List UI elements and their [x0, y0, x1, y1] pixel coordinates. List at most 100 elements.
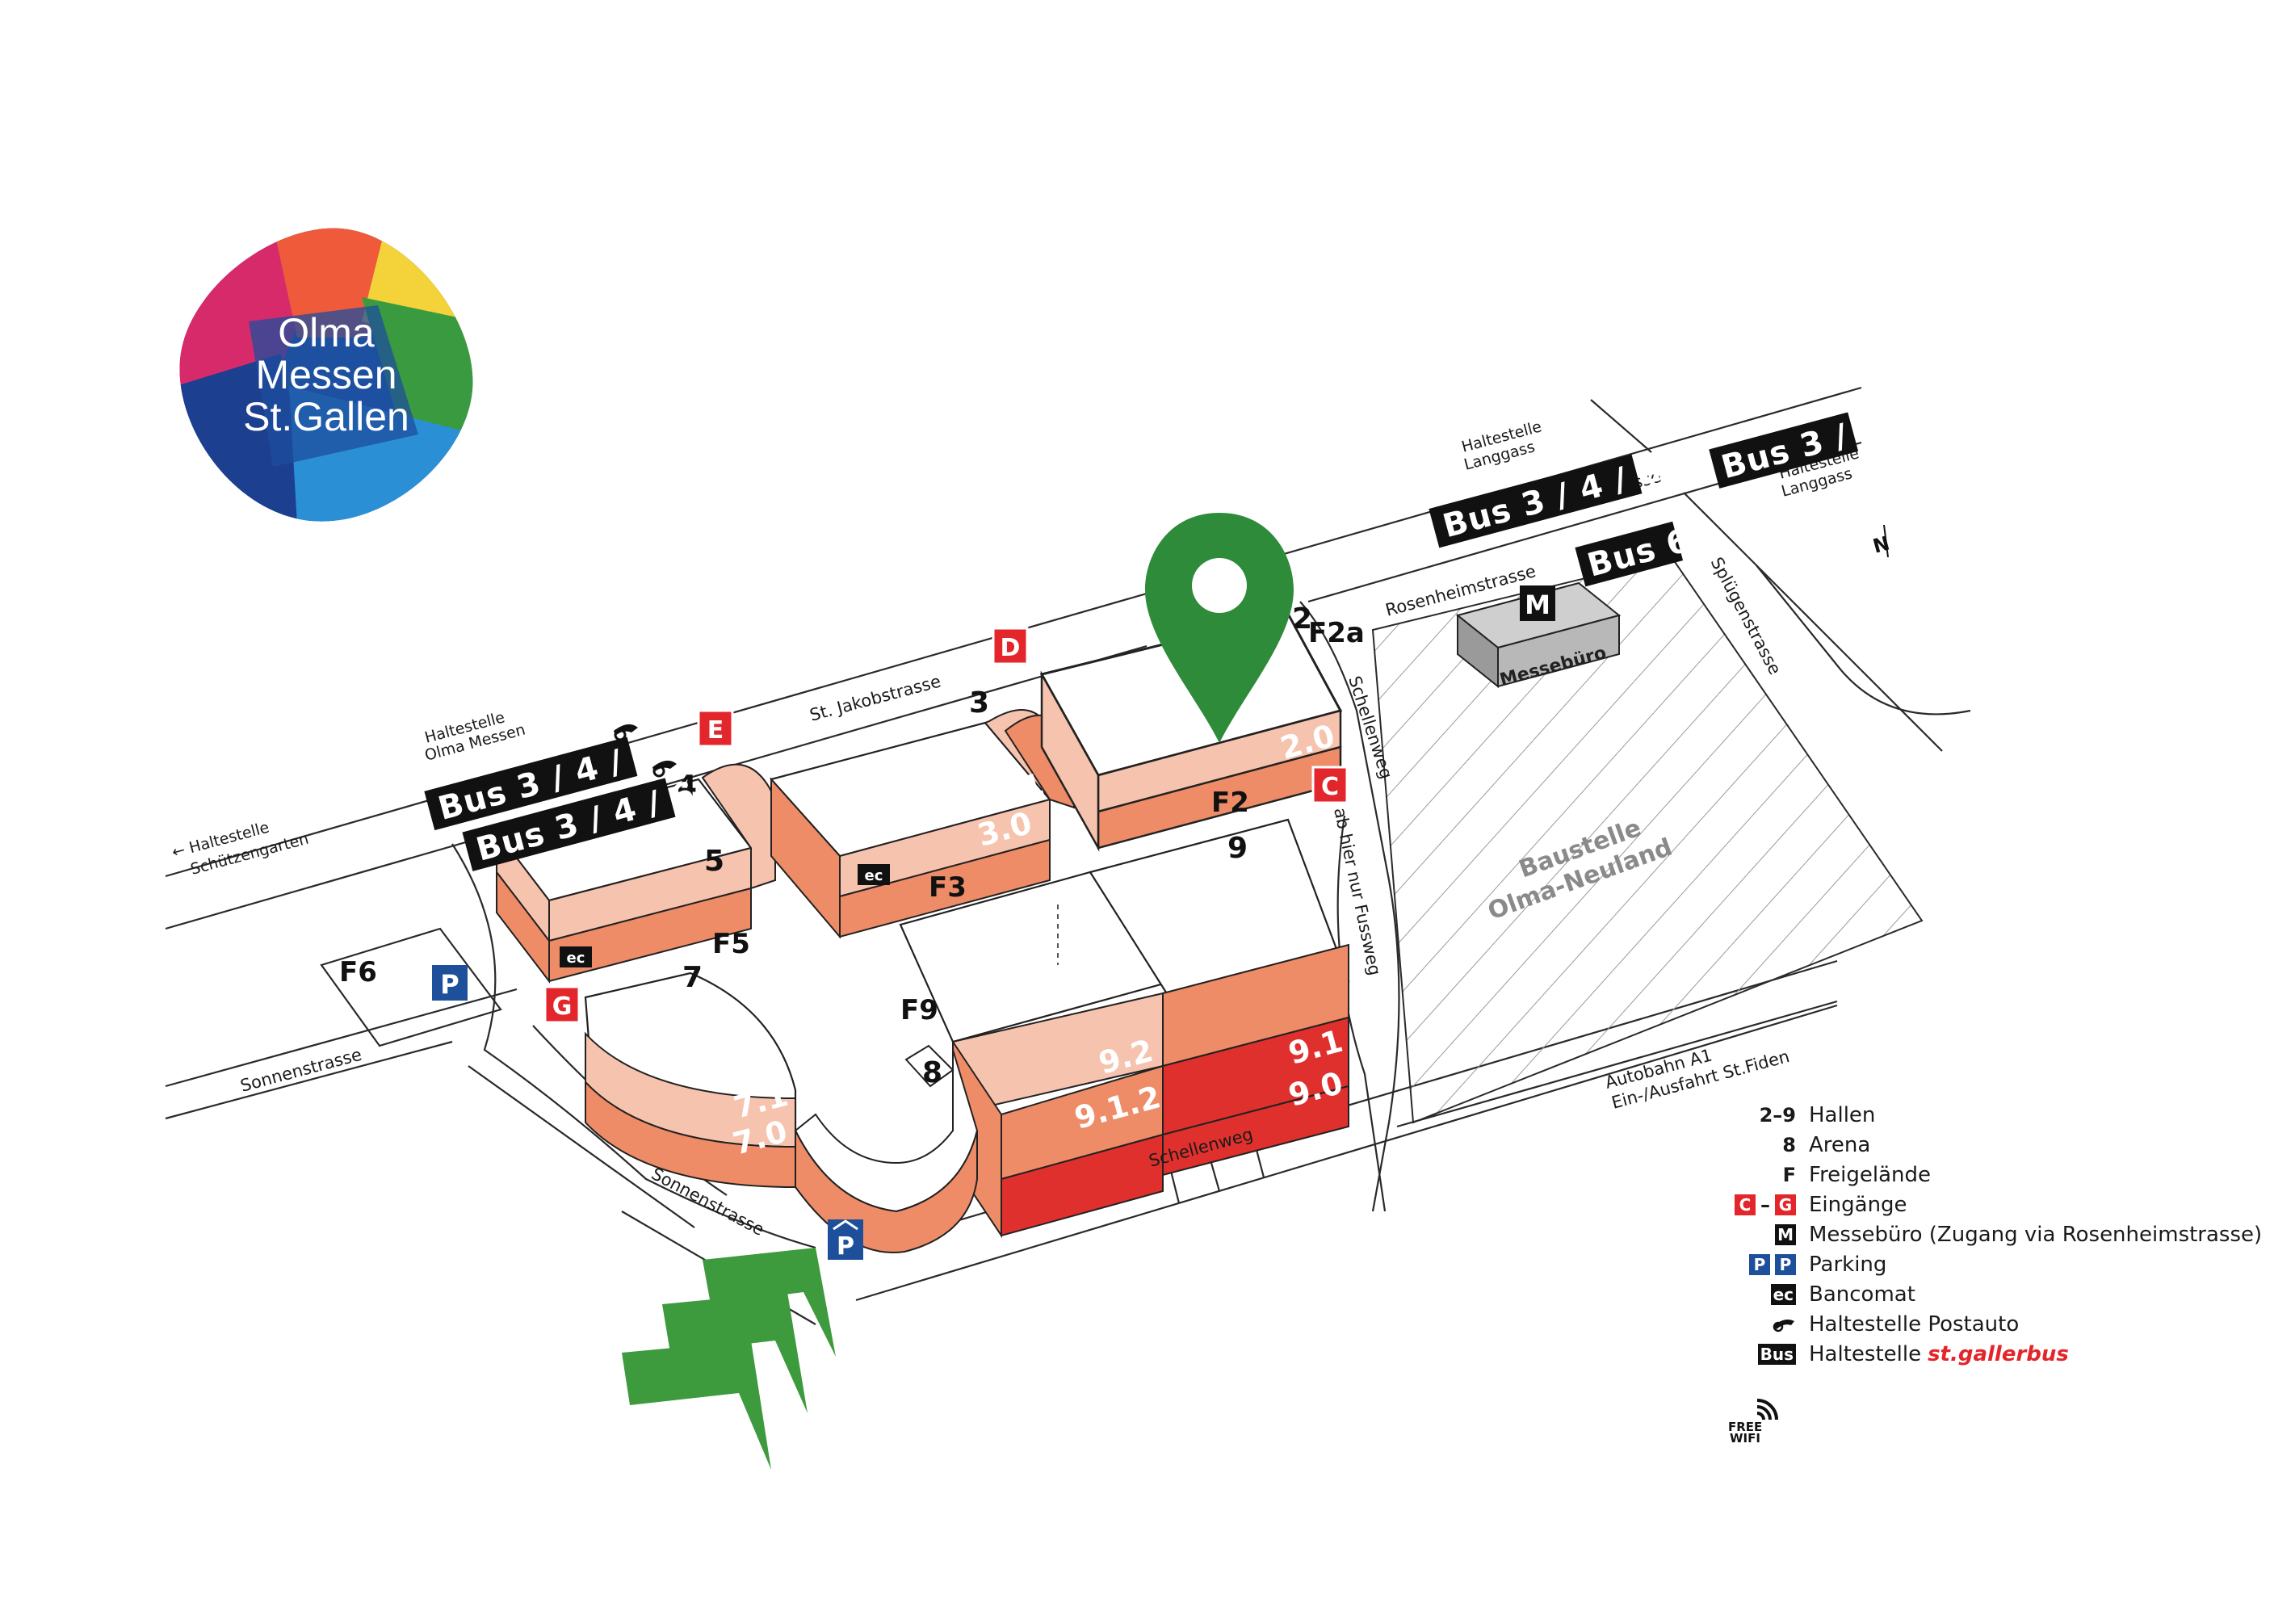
bancomat-hall-3-text: ec — [865, 867, 883, 884]
logo-text: Olma Messen St.Gallen — [176, 312, 476, 438]
postauto-horn-icon — [1773, 1319, 1794, 1332]
free-wifi-icon: FREE WIFI — [1726, 1395, 1783, 1446]
legend-row-entrances: C – G Eingänge — [1712, 1190, 2277, 1219]
entrance-d: D — [992, 627, 1029, 665]
legend-row-parking: P P Parking — [1712, 1249, 2277, 1279]
legend-key-halls: 2–9 — [1759, 1103, 1796, 1127]
legend-bus-brand-b: bus — [2026, 1341, 2069, 1366]
hall-number-5: 5 — [704, 845, 724, 878]
bancomat-hall-3: ec — [858, 864, 890, 885]
legend-bus-brand: st.gallerbus — [1928, 1342, 2069, 1366]
entrance-e-letter: E — [707, 716, 724, 745]
messebuero-badge-letter: M — [1525, 590, 1550, 620]
legend-key-arena: 8 — [1782, 1133, 1796, 1156]
legend-bus-badge: Bus — [1757, 1343, 1796, 1365]
legend-row-bancomat: ec Bancomat — [1712, 1279, 2277, 1309]
legend-messebuero-badge: M — [1775, 1223, 1796, 1245]
street-autobahn-3 — [1396, 1000, 1838, 1128]
legend: 2–9 Hallen 8 Arena F Freigelände C – G E… — [1712, 1100, 2277, 1369]
legend-bus-brand-a: st.galler — [1928, 1341, 2027, 1366]
street-spluegen-curve — [1840, 669, 1971, 715]
street-spluegen-2 — [1756, 564, 1842, 671]
messebuero-building: M Messebüro — [1455, 581, 1622, 690]
wifi-text-wifi: WIFI — [1730, 1431, 1760, 1444]
location-pin-icon — [1145, 513, 1294, 743]
legend-label-entrances: Eingänge — [1809, 1192, 1907, 1217]
hall-number-4: 4 — [677, 770, 697, 803]
hall-number-9: 9 — [1227, 832, 1248, 865]
street-sonnen-left-2 — [165, 988, 518, 1088]
postauto-icon-upper — [614, 724, 638, 741]
legend-label-frei: Freigelände — [1809, 1162, 1932, 1187]
hall-3 — [769, 709, 1075, 939]
parking-garage: P — [828, 1219, 863, 1261]
entrance-g: G — [543, 985, 581, 1024]
legend-entrance-dash: – — [1760, 1193, 1770, 1216]
legend-parking-b: P — [1775, 1253, 1796, 1275]
entrance-e: E — [697, 709, 734, 748]
logo-line-1: Olma — [278, 310, 375, 355]
olma-logo-shape — [176, 225, 476, 525]
arena-badge: 8 — [904, 1044, 955, 1089]
legend-key-messebuero: M — [1712, 1223, 1796, 1245]
area-f6-outline — [320, 927, 502, 1047]
hall-number-3: 3 — [969, 686, 989, 720]
hall-number-8: 8 — [922, 1056, 942, 1089]
construction-area — [1371, 556, 1924, 1124]
legend-parking-a: P — [1749, 1253, 1770, 1275]
north-arrow-icon: N — [1870, 524, 1892, 558]
legend-key-parking: P P — [1712, 1253, 1796, 1275]
entrance-d-letter: D — [1001, 634, 1021, 662]
entrance-c-letter: C — [1321, 773, 1339, 801]
entrance-g-letter: G — [552, 992, 573, 1021]
legend-entrance-from: C — [1735, 1194, 1756, 1215]
legend-key-entrances: C – G — [1712, 1194, 1796, 1216]
legend-key-bancomat: ec — [1712, 1283, 1796, 1305]
street-sonnen-curve — [451, 843, 816, 1249]
hall-number-2: 2 — [1292, 602, 1312, 636]
wifi-text-free: FREE — [1728, 1420, 1762, 1434]
parking-garage-letter: P — [837, 1232, 854, 1261]
legend-label-bancomat: Bancomat — [1809, 1282, 1915, 1307]
legend-bancomat-badge: ec — [1770, 1283, 1796, 1305]
legend-bus-text: Haltestelle — [1809, 1341, 1922, 1366]
area-f5: F5 — [712, 928, 750, 960]
logo-line-3: St.Gallen — [243, 394, 409, 439]
label-st-jakobstrasse: St. Jakobstrasse — [808, 671, 943, 724]
legend-label-postauto: Haltestelle Postauto — [1809, 1311, 2020, 1337]
messebuero-badge — [1520, 585, 1555, 621]
legend-key-frei: F — [1782, 1163, 1796, 1186]
legend-key-postauto — [1712, 1316, 1796, 1332]
logo-line-2: Messen — [255, 352, 397, 397]
entrance-c: C — [1311, 766, 1349, 804]
approach-arrows-icon — [622, 1248, 836, 1470]
legend-row-arena: 8 Arena — [1712, 1130, 2277, 1160]
tick-3 — [1254, 1146, 1265, 1178]
legend-row-messebuero: M Messebüro (Zugang via Rosenheimstrasse… — [1712, 1219, 2277, 1249]
bancomat-hall-5-text: ec — [567, 950, 585, 967]
legend-row-postauto: Haltestelle Postauto — [1712, 1309, 2277, 1339]
legend-key-bus: Bus — [1712, 1343, 1796, 1365]
street-autobahn-1 — [855, 1004, 1838, 1302]
legend-label-messebuero: Messebüro (Zugang via Rosenheimstrasse) — [1809, 1222, 2263, 1247]
parking-f6-letter: P — [440, 969, 459, 1000]
street-sonnen-left-1 — [165, 1040, 453, 1120]
legend-row-frei: F Freigelände — [1712, 1160, 2277, 1190]
legend-label-parking: Parking — [1809, 1252, 1887, 1277]
legend-label-halls: Hallen — [1809, 1102, 1876, 1127]
olma-logo: Olma Messen St.Gallen — [176, 225, 476, 525]
area-f9: F9 — [900, 994, 938, 1026]
wifi-icon: FREE WIFI — [1728, 1399, 1778, 1446]
hall-number-7: 7 — [682, 961, 703, 994]
area-f6: F6 — [339, 956, 377, 988]
bancomat-hall-5: ec — [560, 946, 592, 967]
tick-2 — [1210, 1162, 1221, 1192]
postauto-icon-lower — [652, 760, 677, 778]
north-label: N — [1870, 532, 1892, 558]
legend-label-arena: Arena — [1809, 1132, 1871, 1157]
street-sonnen-bottom-a — [468, 1065, 695, 1228]
street-langgasse-left — [1590, 399, 1652, 453]
